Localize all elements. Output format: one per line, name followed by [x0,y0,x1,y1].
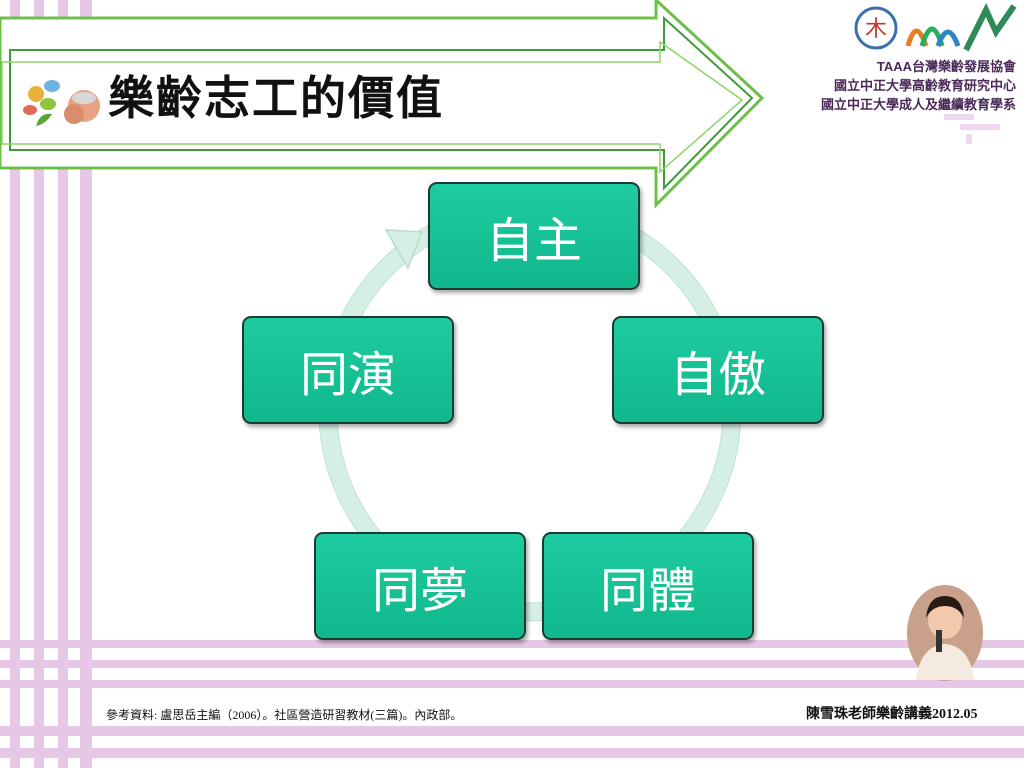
cycle-node-shared-dream: 同夢 [314,532,526,640]
slide-title: 樂齡志工的價值 [108,71,444,125]
bottom-stripe-3 [0,680,1024,688]
left-stripe-1 [10,0,20,768]
cycle-node-autonomy: 自主 [428,182,640,290]
elder-logo-icon [22,76,102,134]
org-line-3: 國立中正大學成人及繼續教育學系 [820,97,1016,112]
bottom-stripe-2 [0,660,1024,668]
svg-text:木: 木 [865,17,887,42]
author-credit: 陳雪珠老師樂齡講義2012.05 [806,707,978,722]
left-stripe-3 [58,0,68,768]
title-banner-arrow [0,0,765,209]
left-stripe-4 [80,0,92,768]
org-line-1: TAAA台灣樂齡發展協會 [876,59,1016,74]
organization-logos: 木 [846,2,1022,54]
bottom-stripe-4 [0,726,1024,736]
bottom-stripe-1 [0,640,1024,648]
cycle-node-co-performance: 同演 [242,316,454,424]
left-stripe-2 [34,0,44,768]
org-line-2: 國立中正大學高齡教育研究中心 [833,78,1016,93]
reference-citation: 參考資料: 盧思岳主編（2006）。社區營造研習教材(三篇)。內政部。 [106,708,463,722]
cycle-node-pride: 自傲 [612,316,824,424]
presenter-photo [906,584,984,682]
cycle-node-unity: 同體 [542,532,754,640]
bottom-stripe-5 [0,748,1024,758]
pink-decoration [940,108,1010,144]
